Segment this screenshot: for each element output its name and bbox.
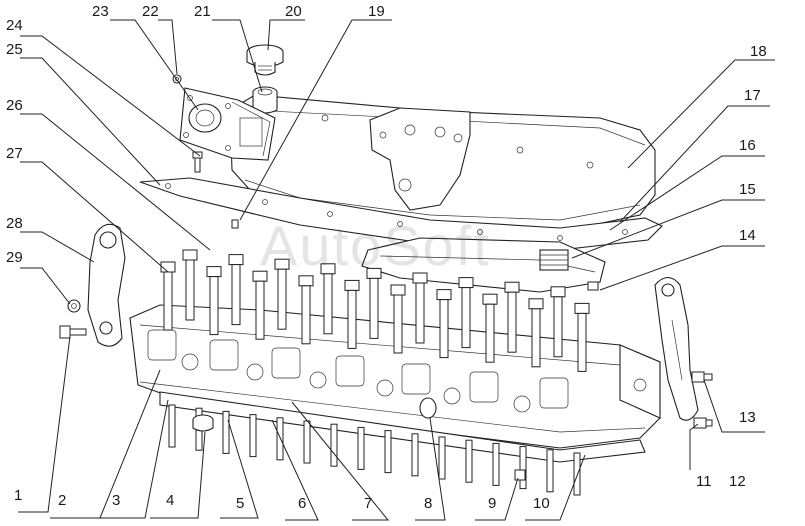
head-bolt xyxy=(228,254,244,326)
head-bolt xyxy=(390,284,406,354)
breather-housing xyxy=(179,87,276,161)
callout-20: 20 xyxy=(285,3,302,20)
callout-19: 19 xyxy=(368,3,385,20)
cover-gasket xyxy=(139,177,663,251)
head-bolt xyxy=(550,286,566,358)
lifting-bracket-front xyxy=(87,223,126,347)
drain-plug xyxy=(514,469,526,481)
callout-11: 11 xyxy=(696,473,712,490)
head-stud xyxy=(222,410,230,454)
callout-13: 13 xyxy=(739,409,756,426)
head-bolt xyxy=(182,249,198,321)
callout-24: 24 xyxy=(6,17,23,34)
head-stud xyxy=(519,446,527,490)
head-bolt xyxy=(482,293,498,363)
head-stud xyxy=(411,433,419,477)
head-gasket xyxy=(159,391,646,463)
callout-28: 28 xyxy=(6,215,23,232)
oil-filler-cap xyxy=(246,44,284,76)
head-bolt xyxy=(528,298,544,368)
valve-cover xyxy=(229,94,656,233)
callout-12: 12 xyxy=(729,473,746,490)
head-stud xyxy=(384,430,392,474)
head-bolt xyxy=(366,267,382,339)
callout-25: 25 xyxy=(6,41,23,58)
head-stud xyxy=(303,420,311,464)
callout-9: 9 xyxy=(488,495,496,512)
callout-8: 8 xyxy=(424,495,432,512)
callout-10: 10 xyxy=(533,495,550,512)
callout-18: 18 xyxy=(750,43,767,60)
dowel-pin xyxy=(231,219,239,229)
callout-2: 2 xyxy=(58,492,66,509)
head-stud xyxy=(546,449,554,493)
callout-29: 29 xyxy=(6,249,23,266)
callout-27: 27 xyxy=(6,145,23,162)
callout-6: 6 xyxy=(298,495,306,512)
callout-5: 5 xyxy=(236,495,244,512)
callout-15: 15 xyxy=(739,181,756,198)
head-bolt xyxy=(206,266,222,336)
callout-22: 22 xyxy=(142,3,159,20)
port-bosses xyxy=(181,353,531,413)
head-bolt xyxy=(320,263,336,335)
head-stud xyxy=(492,442,500,486)
callout-3: 3 xyxy=(112,492,120,509)
callout-14: 14 xyxy=(739,227,756,244)
callout-1: 1 xyxy=(14,487,22,504)
sleeve xyxy=(419,397,437,419)
callout-numbers: 1 2 3 4 5 6 7 8 9 10 11 12 13 14 15 16 1… xyxy=(6,3,767,512)
oil-plug xyxy=(192,414,214,432)
head-bolt xyxy=(574,302,590,372)
callout-17: 17 xyxy=(744,87,761,104)
head-stud xyxy=(438,436,446,480)
callout-16: 16 xyxy=(739,137,756,154)
bracket-bolt-front xyxy=(59,325,87,339)
head-stud xyxy=(330,423,338,467)
rocker-stud-nut xyxy=(587,281,599,291)
head-stud xyxy=(249,414,257,458)
head-bolt xyxy=(458,277,474,349)
head-stud xyxy=(276,417,284,461)
breather-bolt xyxy=(192,151,203,173)
callout-26: 26 xyxy=(6,97,23,114)
callout-7: 7 xyxy=(364,495,372,512)
leader-lines xyxy=(18,19,775,521)
oil-seal xyxy=(539,249,569,271)
filler-neck xyxy=(252,86,278,114)
head-bolt xyxy=(298,275,314,345)
watermark-text: AutoSoft xyxy=(260,214,491,277)
bracket-washer-rear xyxy=(693,417,713,429)
head-stud xyxy=(573,452,581,496)
head-stud xyxy=(357,426,365,470)
head-bolt xyxy=(252,270,268,340)
head-stud xyxy=(465,439,473,483)
lifting-bracket-rear xyxy=(654,276,699,421)
callout-4: 4 xyxy=(166,492,174,509)
head-bolt xyxy=(274,258,290,330)
bracket-bolt-rear xyxy=(691,371,713,383)
cylinder-head-bolts xyxy=(160,249,590,372)
head-stud xyxy=(168,404,176,448)
exhaust-ports xyxy=(147,329,569,409)
bracket-washer xyxy=(67,299,81,313)
head-bolt xyxy=(344,279,360,349)
head-bolt xyxy=(436,289,452,359)
callout-21: 21 xyxy=(194,3,211,20)
head-bolt xyxy=(412,272,428,344)
head-bolt xyxy=(504,281,520,353)
callout-23: 23 xyxy=(92,3,109,20)
